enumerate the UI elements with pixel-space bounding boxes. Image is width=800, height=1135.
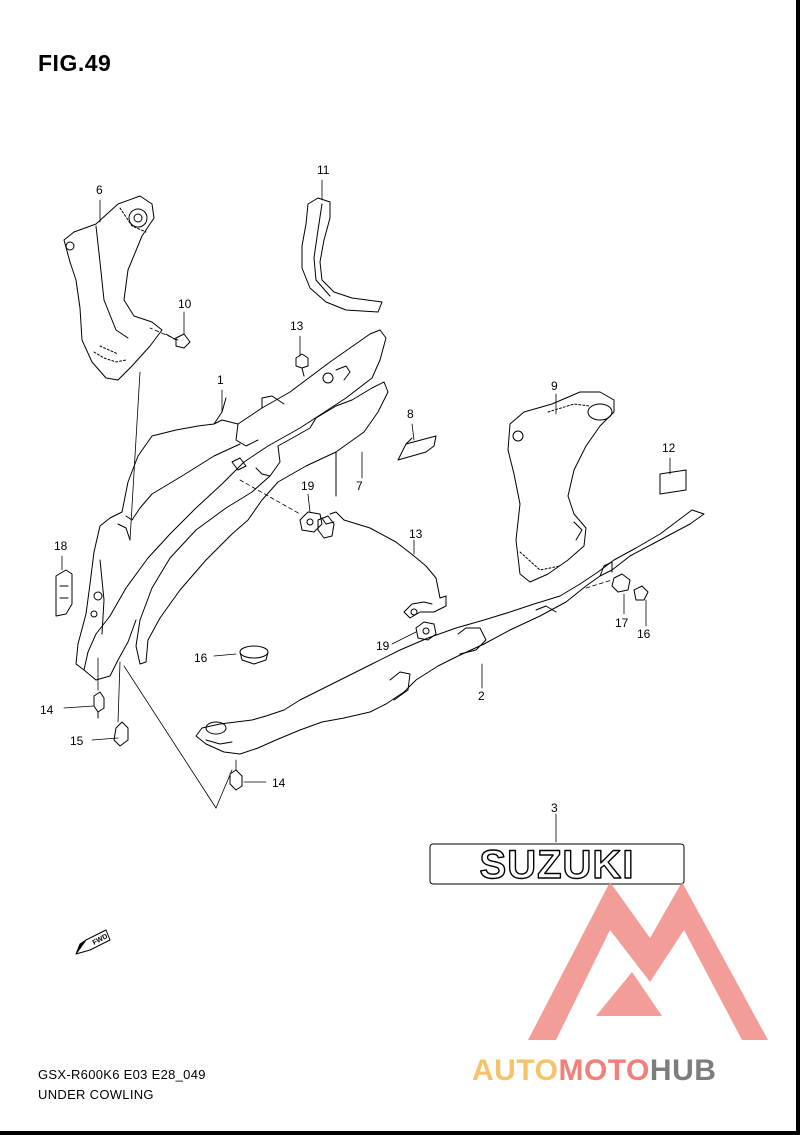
part-12-bolt: [295, 353, 309, 377]
part-15-grommet: [239, 645, 269, 665]
watermark-logo-icon: [528, 882, 768, 1040]
part-7-right-inner-panel: [507, 391, 615, 583]
part-1-under-cowling-body: [75, 329, 387, 681]
part-17-collar: [611, 573, 631, 593]
callout-11: 13: [409, 527, 423, 541]
callout-18: 18: [54, 539, 68, 553]
callout-14: 15: [70, 734, 84, 748]
figure-model-code: GSX-R600K6 E03 E28_049: [38, 1067, 206, 1082]
watermark-hub: HUB: [649, 1054, 717, 1087]
watermark-auto: AUTO: [472, 1054, 559, 1087]
callout-17: 17: [615, 616, 629, 630]
callout-5: 7: [356, 479, 363, 493]
callout-2: 2: [478, 689, 485, 703]
callout-3: 3: [551, 801, 558, 815]
part-4-left-inner-panel: [63, 195, 163, 381]
callout-9: 11: [317, 163, 330, 177]
part-18-clip: [55, 569, 73, 617]
callout-19-upper: 19: [301, 479, 315, 493]
fwd-arrow-icon: FWD: [75, 929, 111, 955]
part-9-trim-strip: [301, 197, 383, 313]
part-16-bolt: [633, 585, 649, 601]
part-2-lower-rail: [195, 509, 705, 755]
part-11-wire-stay: [321, 511, 447, 619]
part-19-grommet-upper: [299, 511, 335, 539]
watermark-brand: AUTOMOTOHUB: [472, 1054, 716, 1088]
part-13-screw-lower: [229, 769, 243, 791]
watermark-moto: MOTO: [558, 1054, 650, 1087]
callout-8: 10: [178, 297, 192, 311]
part-3-suzuki-decal: SUZUKI: [429, 842, 685, 888]
part-10-plate: [659, 469, 687, 495]
callout-1: 1: [217, 373, 224, 387]
part-5-heat-shield: [135, 381, 389, 665]
callout-19-lower: 19: [376, 639, 390, 653]
frame-bottom-border: [0, 1131, 800, 1135]
part-6-pad: [397, 435, 437, 461]
callout-13-left: 14: [40, 703, 54, 717]
callout-12: 13: [290, 319, 304, 333]
callout-16: 16: [637, 627, 651, 641]
figure-section-name: UNDER COWLING: [38, 1087, 154, 1102]
callout-4: 6: [96, 183, 103, 197]
part-19-grommet-lower: [415, 621, 437, 641]
suzuki-decal-text: SUZUKI: [480, 843, 635, 887]
part-14-nut: [113, 721, 129, 747]
figure-title: FIG.49: [38, 50, 112, 76]
callout-7: 9: [551, 379, 558, 393]
leader-lines: [61, 179, 671, 843]
callout-6: 8: [407, 407, 414, 421]
callout-13-lower: 14: [272, 776, 286, 790]
callout-15: 16: [194, 651, 208, 665]
part-13-screw-left: [93, 691, 105, 719]
callout-10: 12: [662, 441, 676, 455]
frame-right-border: [796, 0, 800, 1135]
